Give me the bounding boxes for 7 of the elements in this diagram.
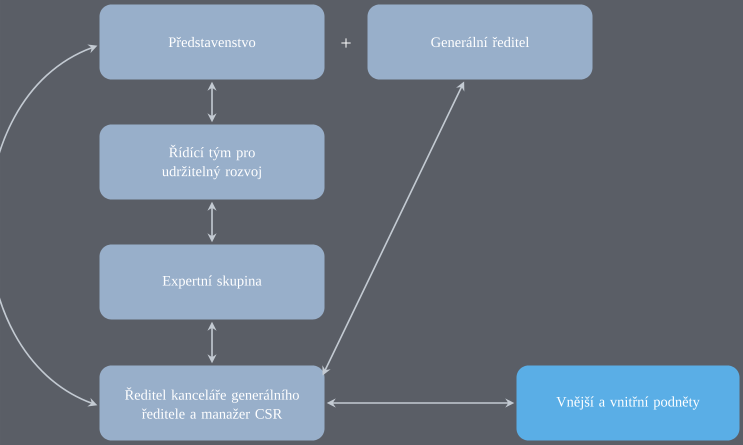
process-box: Vnější a vnitřní podněty — [516, 366, 740, 440]
process-box: Generální ředitel — [368, 4, 592, 80]
plus-sign: + — [341, 38, 351, 48]
process-box: Ředitel kanceláře generálního ředitele a manažer CSR — [100, 366, 324, 440]
process-box: Expertní skupina — [100, 244, 324, 320]
process-box: Řídící tým pro udržitelný rozvoj — [100, 124, 324, 200]
process-box: Představenstvo — [100, 4, 324, 80]
